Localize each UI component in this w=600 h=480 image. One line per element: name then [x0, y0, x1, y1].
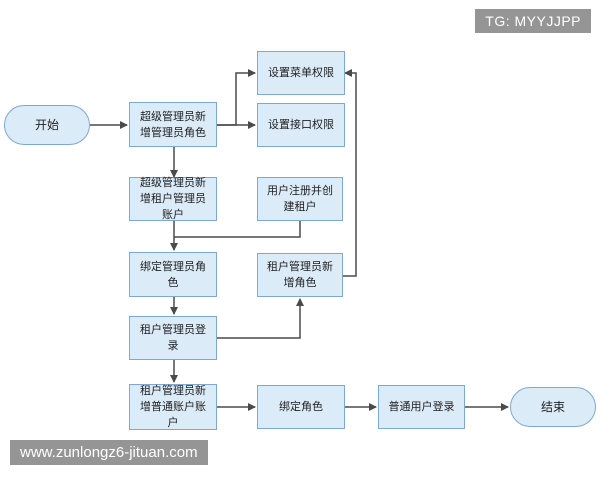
node-super-admin-add-tenant-admin-account: 超级管理员新增租户管理员账户 — [129, 176, 217, 221]
node-super-admin-add-admin-role: 超级管理员新增管理员角色 — [129, 102, 217, 147]
node-tenant-admin-add-normal-account: 租户管理员新增普通账户账户 — [129, 384, 217, 430]
node-normal-user-login: 普通用户登录 — [378, 385, 465, 429]
edge-login-to-tenant-add-role — [217, 298, 304, 339]
node-tenant-admin-login: 租户管理员登录 — [129, 316, 217, 360]
edge-user-register-to-bind-admin-role — [174, 221, 301, 238]
node-end: 结束 — [510, 387, 596, 427]
edge-add-admin-role-to-menu-permission — [217, 69, 256, 126]
node-user-register-create-tenant: 用户注册并创建租户 — [257, 177, 343, 221]
node-set-api-permission: 设置接口权限 — [257, 103, 345, 147]
node-set-menu-permission: 设置菜单权限 — [257, 51, 345, 95]
watermark-site: www.zunlongz6-jituan.com — [10, 440, 208, 465]
node-tenant-admin-add-role: 租户管理员新增角色 — [257, 253, 343, 297]
edge-tenant-add-role-to-menu-permission — [343, 69, 357, 277]
node-start: 开始 — [4, 105, 90, 145]
node-bind-admin-role: 绑定管理员角色 — [129, 252, 217, 297]
watermark-tg: TG: MYYJJPP — [475, 9, 591, 33]
node-bind-role: 绑定角色 — [257, 385, 345, 429]
